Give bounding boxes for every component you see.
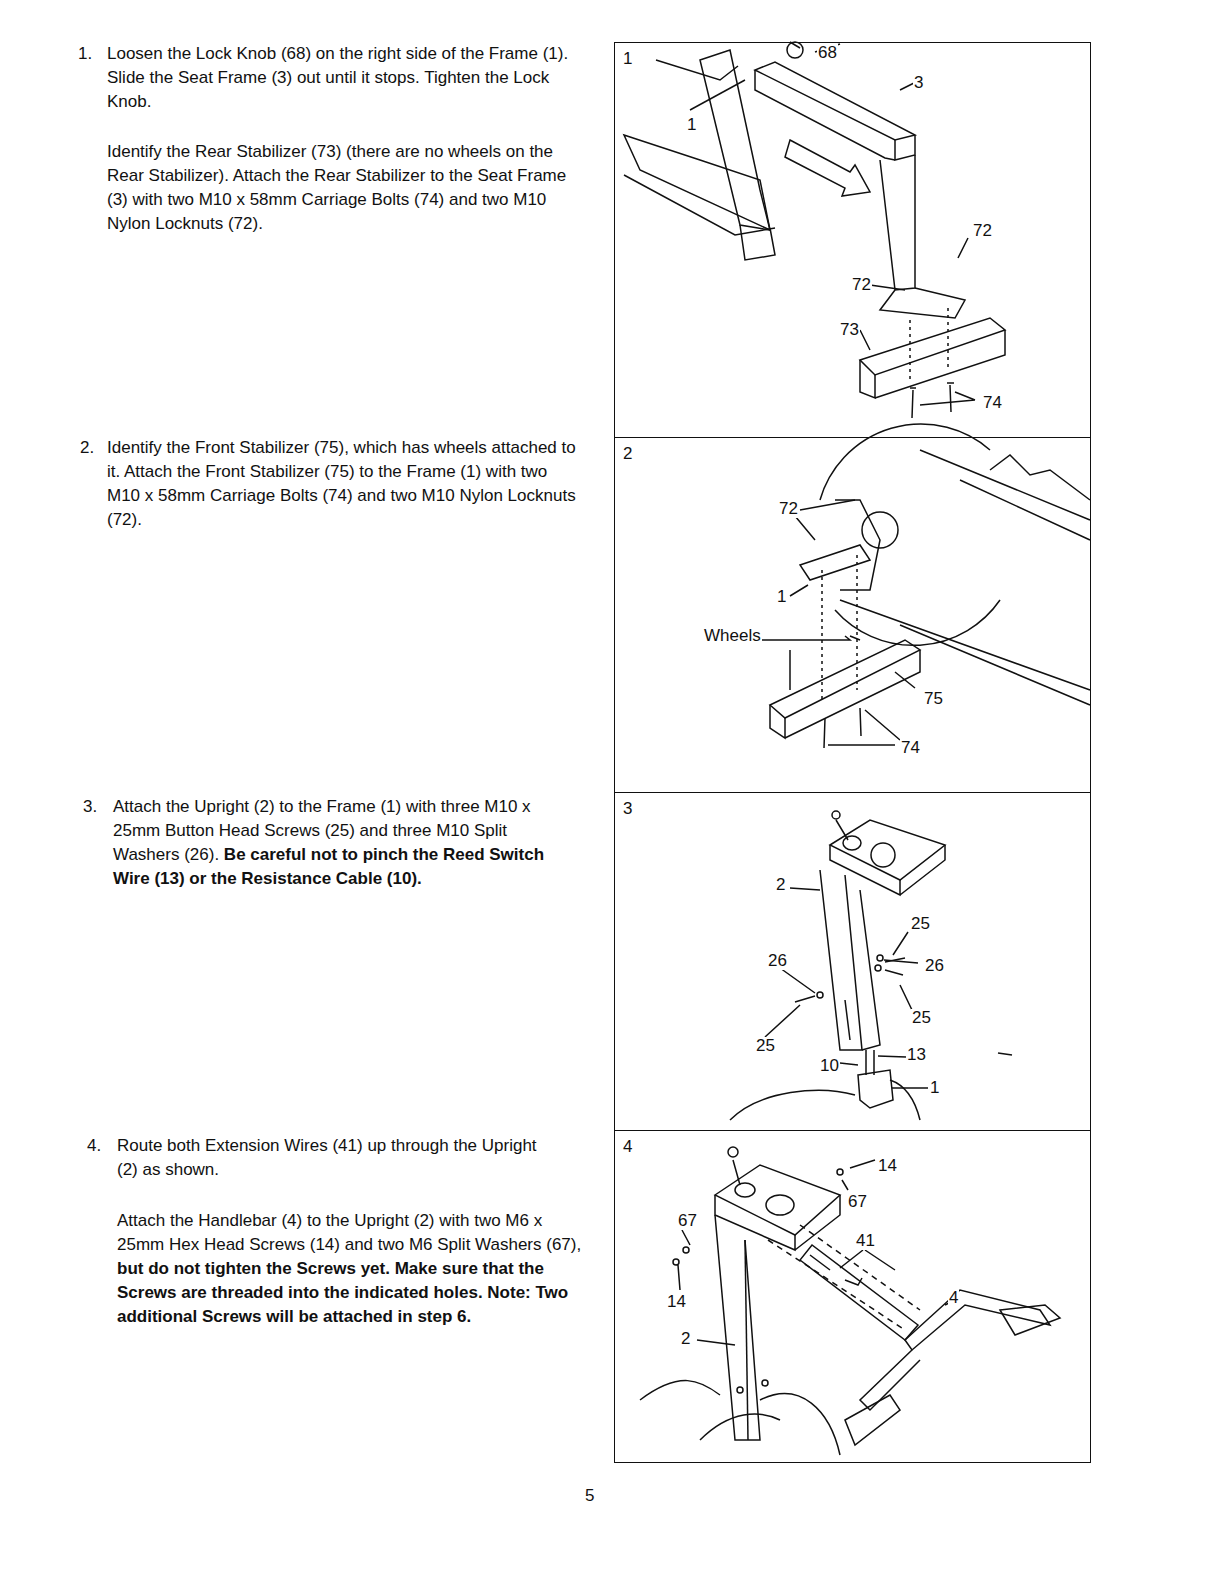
callout-number: 68 xyxy=(817,44,838,62)
step-number: 1. xyxy=(78,42,92,66)
callout-number: 14 xyxy=(666,1293,687,1311)
instruction-paragraph: Attach the Upright (2) to the Frame (1) … xyxy=(113,795,563,891)
step-number: 3. xyxy=(83,795,97,819)
step-number: 4. xyxy=(87,1134,101,1158)
panel-step-number: 1 xyxy=(623,49,632,69)
callout-number: 13 xyxy=(906,1046,927,1064)
callout-number: 3 xyxy=(913,74,924,92)
callout-number: 1 xyxy=(776,588,787,606)
instruction-paragraph: Attach the Handlebar (4) to the Upright … xyxy=(117,1209,592,1329)
callout-number: 26 xyxy=(767,952,788,970)
callout-number: 2 xyxy=(775,876,786,894)
callout-number: 72 xyxy=(851,276,872,294)
callout-number: 74 xyxy=(982,394,1003,412)
instruction-text: Route both Extension Wires (41) up throu… xyxy=(117,1136,537,1179)
callout-number: 26 xyxy=(924,957,945,975)
instruction-paragraph: Identify the Front Stabilizer (75), whic… xyxy=(107,436,579,532)
callout-number: 72 xyxy=(972,222,993,240)
callout-number: 75 xyxy=(923,690,944,708)
callout-number: 67 xyxy=(677,1212,698,1230)
instruction-paragraph: Loosen the Lock Knob (68) on the right s… xyxy=(107,42,577,114)
panel-step-number: 4 xyxy=(623,1137,632,1157)
instruction-paragraph: Identify the Rear Stabilizer (73) (there… xyxy=(107,140,579,236)
callout-number: 14 xyxy=(877,1157,898,1175)
instruction-text: Attach the Handlebar (4) to the Upright … xyxy=(117,1211,581,1254)
instruction-text: Loosen the Lock Knob (68) on the right s… xyxy=(107,44,568,111)
callout-number: 25 xyxy=(755,1037,776,1055)
step4-drawing xyxy=(640,1147,1060,1455)
step-panel: 1 xyxy=(614,42,1091,438)
callout-number: 2 xyxy=(680,1330,691,1348)
step3-drawing xyxy=(730,811,1012,1120)
instruction-text: Identify the Front Stabilizer (75), whic… xyxy=(107,438,576,529)
callout-number: 4 xyxy=(948,1289,959,1307)
callout-number: 72 xyxy=(778,500,799,518)
callout-number: 1 xyxy=(686,116,697,134)
step-panel: 2 xyxy=(614,437,1091,793)
page-number: 5 xyxy=(584,1487,595,1505)
callout-number: 1 xyxy=(929,1079,940,1097)
callout-number: Wheels xyxy=(703,627,762,645)
panel-step-number: 3 xyxy=(623,799,632,819)
caution-text: but do not tighten the Screws yet. Make … xyxy=(117,1259,568,1326)
callout-number: 74 xyxy=(900,739,921,757)
callout-number: 67 xyxy=(847,1193,868,1211)
callout-number: 73 xyxy=(839,321,860,339)
step-number: 2. xyxy=(80,436,94,460)
instruction-paragraph: Route both Extension Wires (41) up throu… xyxy=(117,1134,557,1182)
callout-number: 41 xyxy=(855,1232,876,1250)
step-panel: 3 xyxy=(614,792,1091,1131)
step2-drawing xyxy=(760,424,1090,748)
panel-step-number: 2 xyxy=(623,444,632,464)
instruction-text: Identify the Rear Stabilizer (73) (there… xyxy=(107,142,566,233)
callout-number: 10 xyxy=(819,1057,840,1075)
callout-number: 25 xyxy=(911,1009,932,1027)
step1-drawing xyxy=(624,42,1005,418)
callout-number: 25 xyxy=(910,915,931,933)
